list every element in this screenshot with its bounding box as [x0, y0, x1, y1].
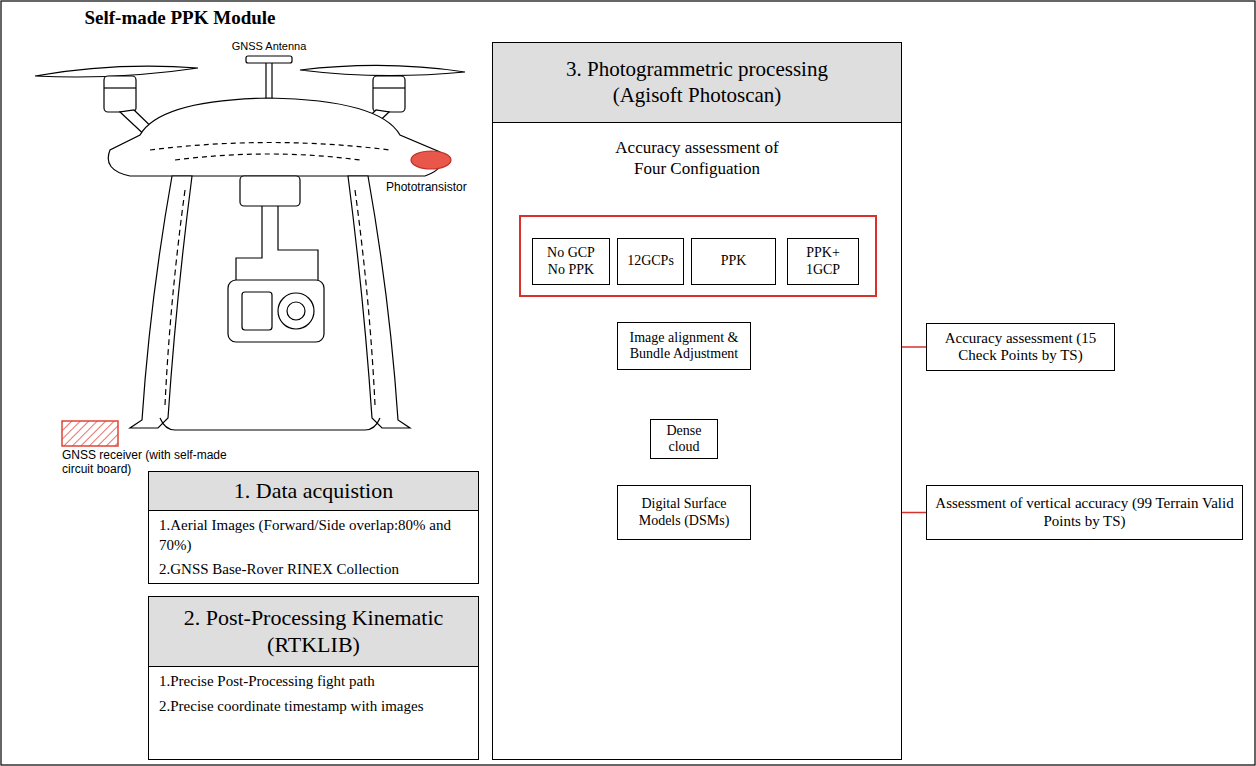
section-caption: Accuracy assessment of Four Configuation	[493, 137, 901, 180]
body-seam	[175, 154, 360, 160]
antenna-disc	[246, 56, 292, 63]
camera-body	[228, 280, 324, 342]
gear-dash	[165, 190, 185, 405]
panel-heading: 2. Post-Processing Kinematic (RTKLIB)	[149, 597, 478, 667]
gimbal-mount	[240, 176, 300, 206]
landing-leg	[348, 176, 410, 428]
phototransistor	[411, 151, 451, 169]
configuration-box: No GCP No PPK	[532, 238, 610, 285]
drone-drawing	[35, 56, 465, 446]
panel-heading: 3. Photogrammetric processing (Agisoft P…	[493, 43, 901, 123]
assessment-box: Accuracy assessment (15 Check Points by …	[926, 323, 1115, 371]
configuration-box: PPK+ 1GCP	[787, 238, 859, 285]
gimbal-arm	[236, 206, 262, 286]
box-label: Assessment of vertical accuracy (99 Terr…	[933, 495, 1236, 530]
camera-lens	[287, 302, 305, 320]
panel-item: 1.Aerial Images (Forward/Side overlap:80…	[149, 511, 478, 555]
panel-item: 2.GNSS Base-Rover RINEX Collection	[149, 555, 478, 580]
assessment-box: Assessment of vertical accuracy (99 Terr…	[926, 485, 1243, 540]
landing-skid	[160, 418, 380, 430]
part-label: Phototransistor	[386, 181, 476, 195]
figure-title: Self-made PPK Module	[30, 7, 330, 29]
gnss-receiver	[62, 421, 118, 446]
box-label: 12GCPs	[627, 253, 674, 269]
box-label: PPK+ 1GCP	[794, 245, 852, 277]
propeller	[300, 65, 465, 75]
motor-band	[104, 87, 136, 88]
panel-heading: 1. Data acquistion	[149, 472, 478, 511]
gimbal-arm	[278, 206, 318, 286]
camera-lens	[278, 293, 314, 329]
configuration-box: 12GCPs	[617, 238, 684, 285]
motor-band	[373, 87, 405, 88]
box-label: Dense cloud	[657, 423, 711, 455]
process-box: Image alignment & Bundle Adjustment	[617, 322, 751, 370]
process-box: Dense cloud	[650, 419, 718, 459]
process-box: Digital Surface Models (DSMs)	[617, 485, 751, 540]
part-label: GNSS Antenna	[214, 40, 324, 53]
box-label: Accuracy assessment (15 Check Points by …	[933, 330, 1108, 365]
configuration-box: PPK	[691, 238, 776, 285]
stage-panel: 2. Post-Processing Kinematic (RTKLIB)1.P…	[148, 596, 479, 760]
box-label: No GCP No PPK	[539, 245, 603, 277]
antenna-mast	[266, 62, 272, 100]
propeller	[35, 66, 198, 77]
motor	[104, 76, 136, 112]
box-label: Digital Surface Models (DSMs)	[624, 496, 744, 528]
panel-item: 1.Precise Post-Processing fight path	[149, 667, 478, 692]
configuration-group: No GCP No PPK 12GCPs PPK PPK+ 1GCP	[519, 215, 877, 297]
motor	[373, 76, 405, 112]
stage-panel: 1. Data acquistion1.Aerial Images (Forwa…	[148, 471, 479, 584]
panel-item: 2.Precise coordinate timestamp with imag…	[149, 692, 478, 717]
gear-dash	[355, 190, 375, 405]
box-label: Image alignment & Bundle Adjustment	[624, 330, 744, 362]
stage-panel: 3. Photogrammetric processing (Agisoft P…	[492, 42, 902, 760]
body-seam	[150, 143, 390, 151]
drone-body	[108, 98, 442, 176]
landing-leg	[130, 176, 192, 428]
camera-side	[242, 292, 272, 330]
box-label: PPK	[721, 253, 747, 269]
